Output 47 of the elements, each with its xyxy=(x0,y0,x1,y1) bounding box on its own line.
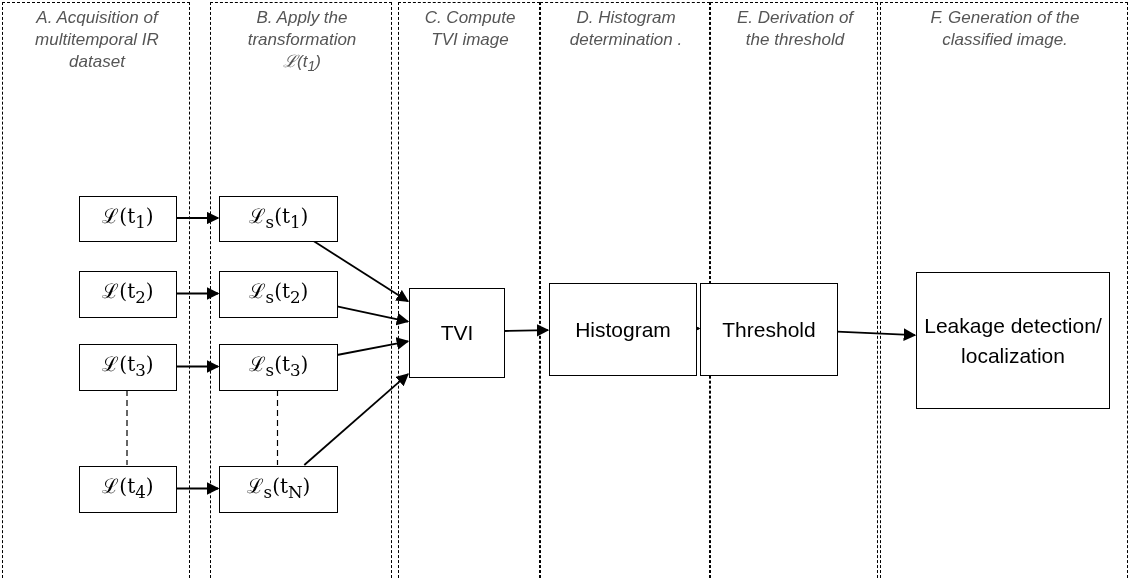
lane-heading: A. Acquisition of multitemporal IR dataset xyxy=(34,7,160,73)
box-label: TVI xyxy=(440,320,474,346)
process-box xyxy=(219,196,338,242)
swimlane xyxy=(540,2,710,578)
process-box xyxy=(79,271,177,318)
process-box xyxy=(549,283,697,376)
box-label: ℒ(t$_{3}$) xyxy=(102,351,154,382)
box-label: ℒ$_{s}$(t$_{2}$) xyxy=(248,278,309,309)
process-box xyxy=(409,288,505,378)
box-label: Threshold xyxy=(722,316,816,343)
process-box xyxy=(219,466,338,513)
lane-heading: E. Derivation of the threshold xyxy=(735,7,855,51)
process-box xyxy=(79,196,177,242)
connector-line xyxy=(126,389,128,466)
box-label: ℒ$_{s}$(t$_{3}$) xyxy=(248,351,309,382)
swimlane xyxy=(398,2,540,578)
connector-line xyxy=(276,389,279,466)
arrow xyxy=(175,287,220,300)
arrow xyxy=(312,240,410,303)
lane-heading: D. Histogram determination . xyxy=(568,7,684,51)
arrow xyxy=(175,360,220,373)
process-box xyxy=(916,272,1110,409)
arrow xyxy=(175,482,220,495)
box-label: ℒ(t$_{2}$) xyxy=(102,278,154,309)
lane-heading: C. Compute TVI image xyxy=(423,7,517,51)
lane-heading: F. Generation of the classified image. xyxy=(929,7,1081,51)
swimlane xyxy=(880,2,1128,578)
arrow xyxy=(175,211,220,225)
lane-heading: B. Apply the transformation ℒ(t$_{1}$) xyxy=(246,7,358,77)
process-box xyxy=(219,271,338,318)
box-label: Histogram xyxy=(575,316,671,343)
arrow xyxy=(303,373,409,466)
arrow xyxy=(336,337,410,356)
arrow xyxy=(503,324,550,337)
swimlane xyxy=(2,2,190,578)
box-label: Leakage detection/ localization xyxy=(923,312,1103,369)
box-label: ℒ(t$_{4}$) xyxy=(102,473,154,504)
arrow xyxy=(336,305,410,326)
box-label: ℒ$_{s}$(t$_{N}$) xyxy=(246,473,311,504)
process-box xyxy=(79,466,177,513)
swimlane xyxy=(210,2,392,578)
process-box xyxy=(219,344,338,391)
box-label: ℒ$_{s}$(t$_{1}$) xyxy=(248,202,309,234)
arrow xyxy=(836,328,917,341)
process-box xyxy=(700,283,838,376)
process-box xyxy=(79,344,177,391)
box-label: ℒ(t$_{1}$) xyxy=(102,202,154,234)
